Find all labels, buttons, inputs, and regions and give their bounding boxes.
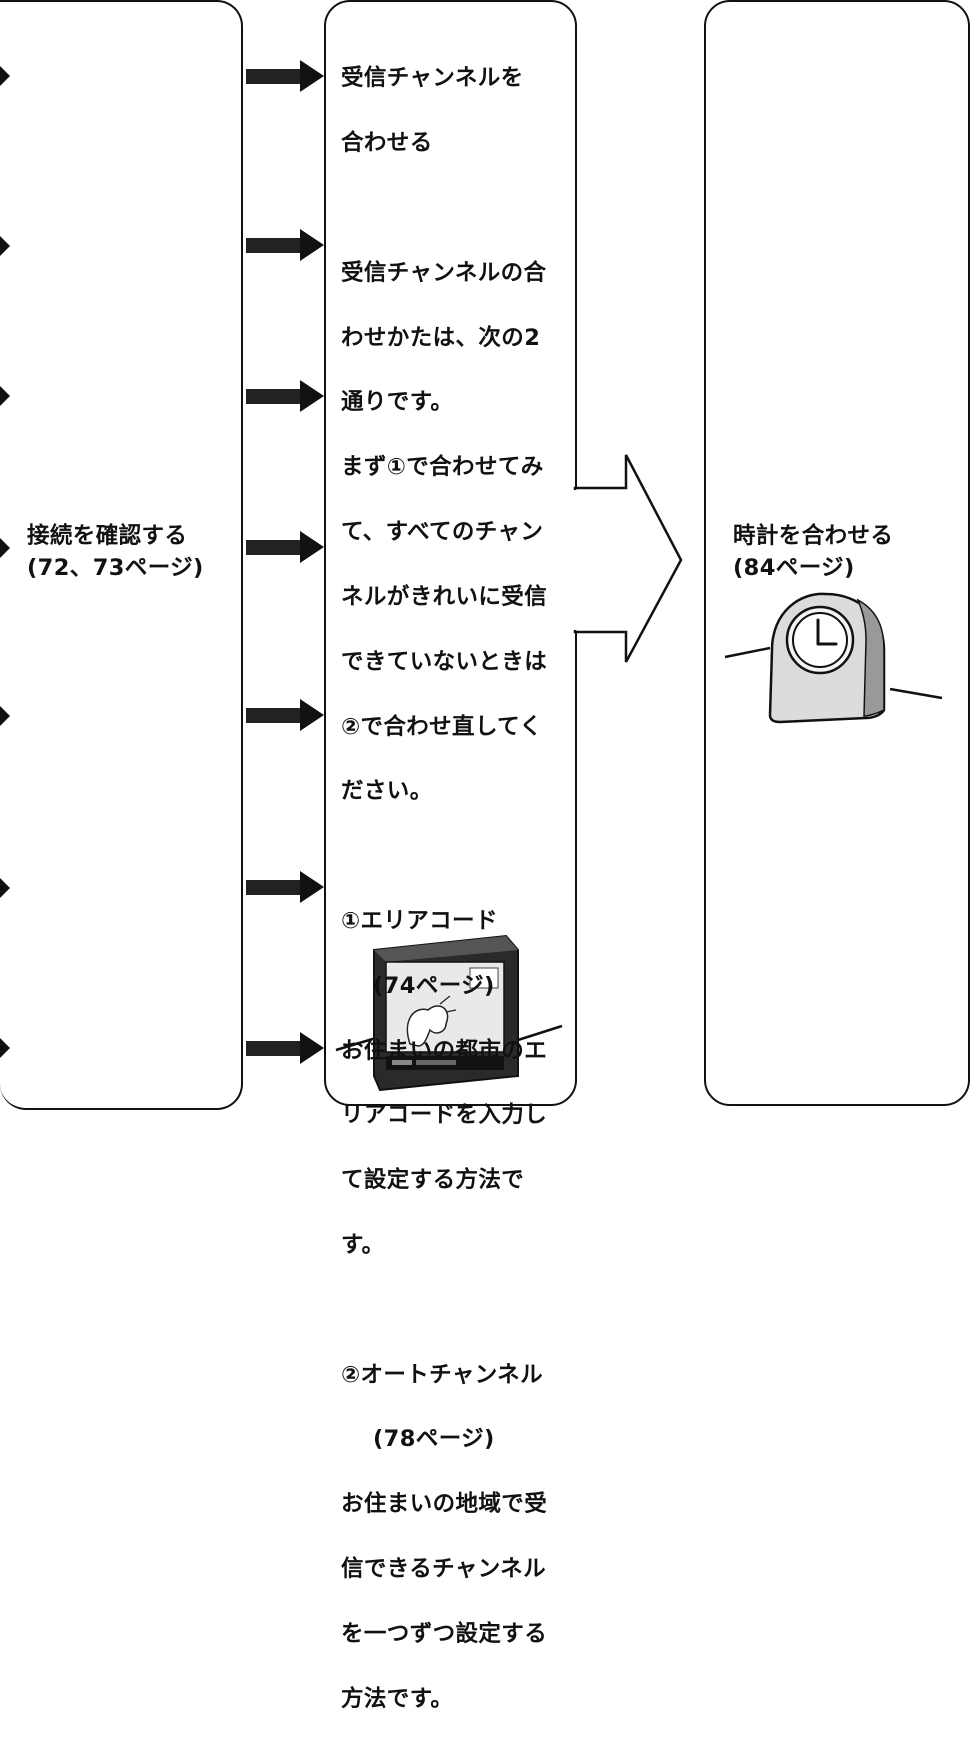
arrow-icon [246,531,324,563]
channel-line: できていないときは [341,648,548,675]
step-box-channel [324,0,577,1106]
arrow-icon [246,60,324,92]
arrow-icon [246,871,324,903]
channel-line: お住まいの地域で受 [341,1491,548,1518]
channel-line: ①エリアコード [341,907,498,934]
channel-line [341,840,547,872]
step-box-connection [0,0,243,1110]
channel-line: まず①で合わせてみ [341,454,544,481]
channel-line-indented: (78ページ) [341,1423,547,1455]
channel-line-indented: (74ページ) [341,970,547,1002]
arrow-icon [246,229,324,261]
channel-line [341,192,547,224]
channel-line: て設定する方法で [341,1167,525,1194]
channel-line: 方法です。 [341,1685,454,1712]
channel-line: 合わせる [341,130,433,157]
step-clock-text: 時計を合わせる (84ページ) [733,520,893,585]
step-connection-text: 接続を確認する (72、73ページ) [27,520,204,585]
area-code-ref: (74ページ) [373,972,495,999]
step-channel-text: 受信チャンネルを 合わせる 受信チャンネルの合 わせかたは、次の2 通りです。 … [341,30,547,1748]
channel-line: ださい。 [341,778,433,805]
channel-line: リアコードを入力し [341,1102,548,1129]
step-box-clock [704,0,970,1106]
clock-illustration [724,592,943,724]
channel-line [341,1294,547,1326]
step-connection-title: 接続を確認する [27,523,188,549]
channel-line: ②オートチャンネル [341,1361,543,1388]
channel-line: ②で合わせ直してく [341,713,543,740]
channel-line: ネルがきれいに受信 [341,583,548,610]
arrow-icon [246,380,324,412]
tv-illustration [335,934,563,1092]
arrow-icon [246,1032,324,1064]
channel-line: 信できるチャンネル [341,1556,546,1583]
channel-line: を一つずつ設定する [341,1620,548,1647]
channel-line: 受信チャンネルを [341,65,524,92]
step-clock-title: 時計を合わせる [733,523,894,549]
step-clock-ref: (84ページ) [733,555,855,582]
channel-line: 受信チャンネルの合 [341,259,547,286]
channel-line: わせかたは、次の2 [341,324,541,351]
flow-chevron-arrow [573,454,683,663]
channel-line: て、すべてのチャン [341,519,544,546]
connector-arrows [246,60,324,1064]
arrow-icon [246,699,324,731]
auto-channel-ref: (78ページ) [373,1426,495,1453]
step-connection-ref: (72、73ページ) [27,555,204,582]
channel-line: お住まいの都市のエ [341,1037,548,1064]
left-edge-arrows [0,66,10,1058]
flow-graphics [0,60,943,1092]
channel-line: す。 [341,1232,385,1259]
channel-line: 通りです。 [341,389,454,416]
